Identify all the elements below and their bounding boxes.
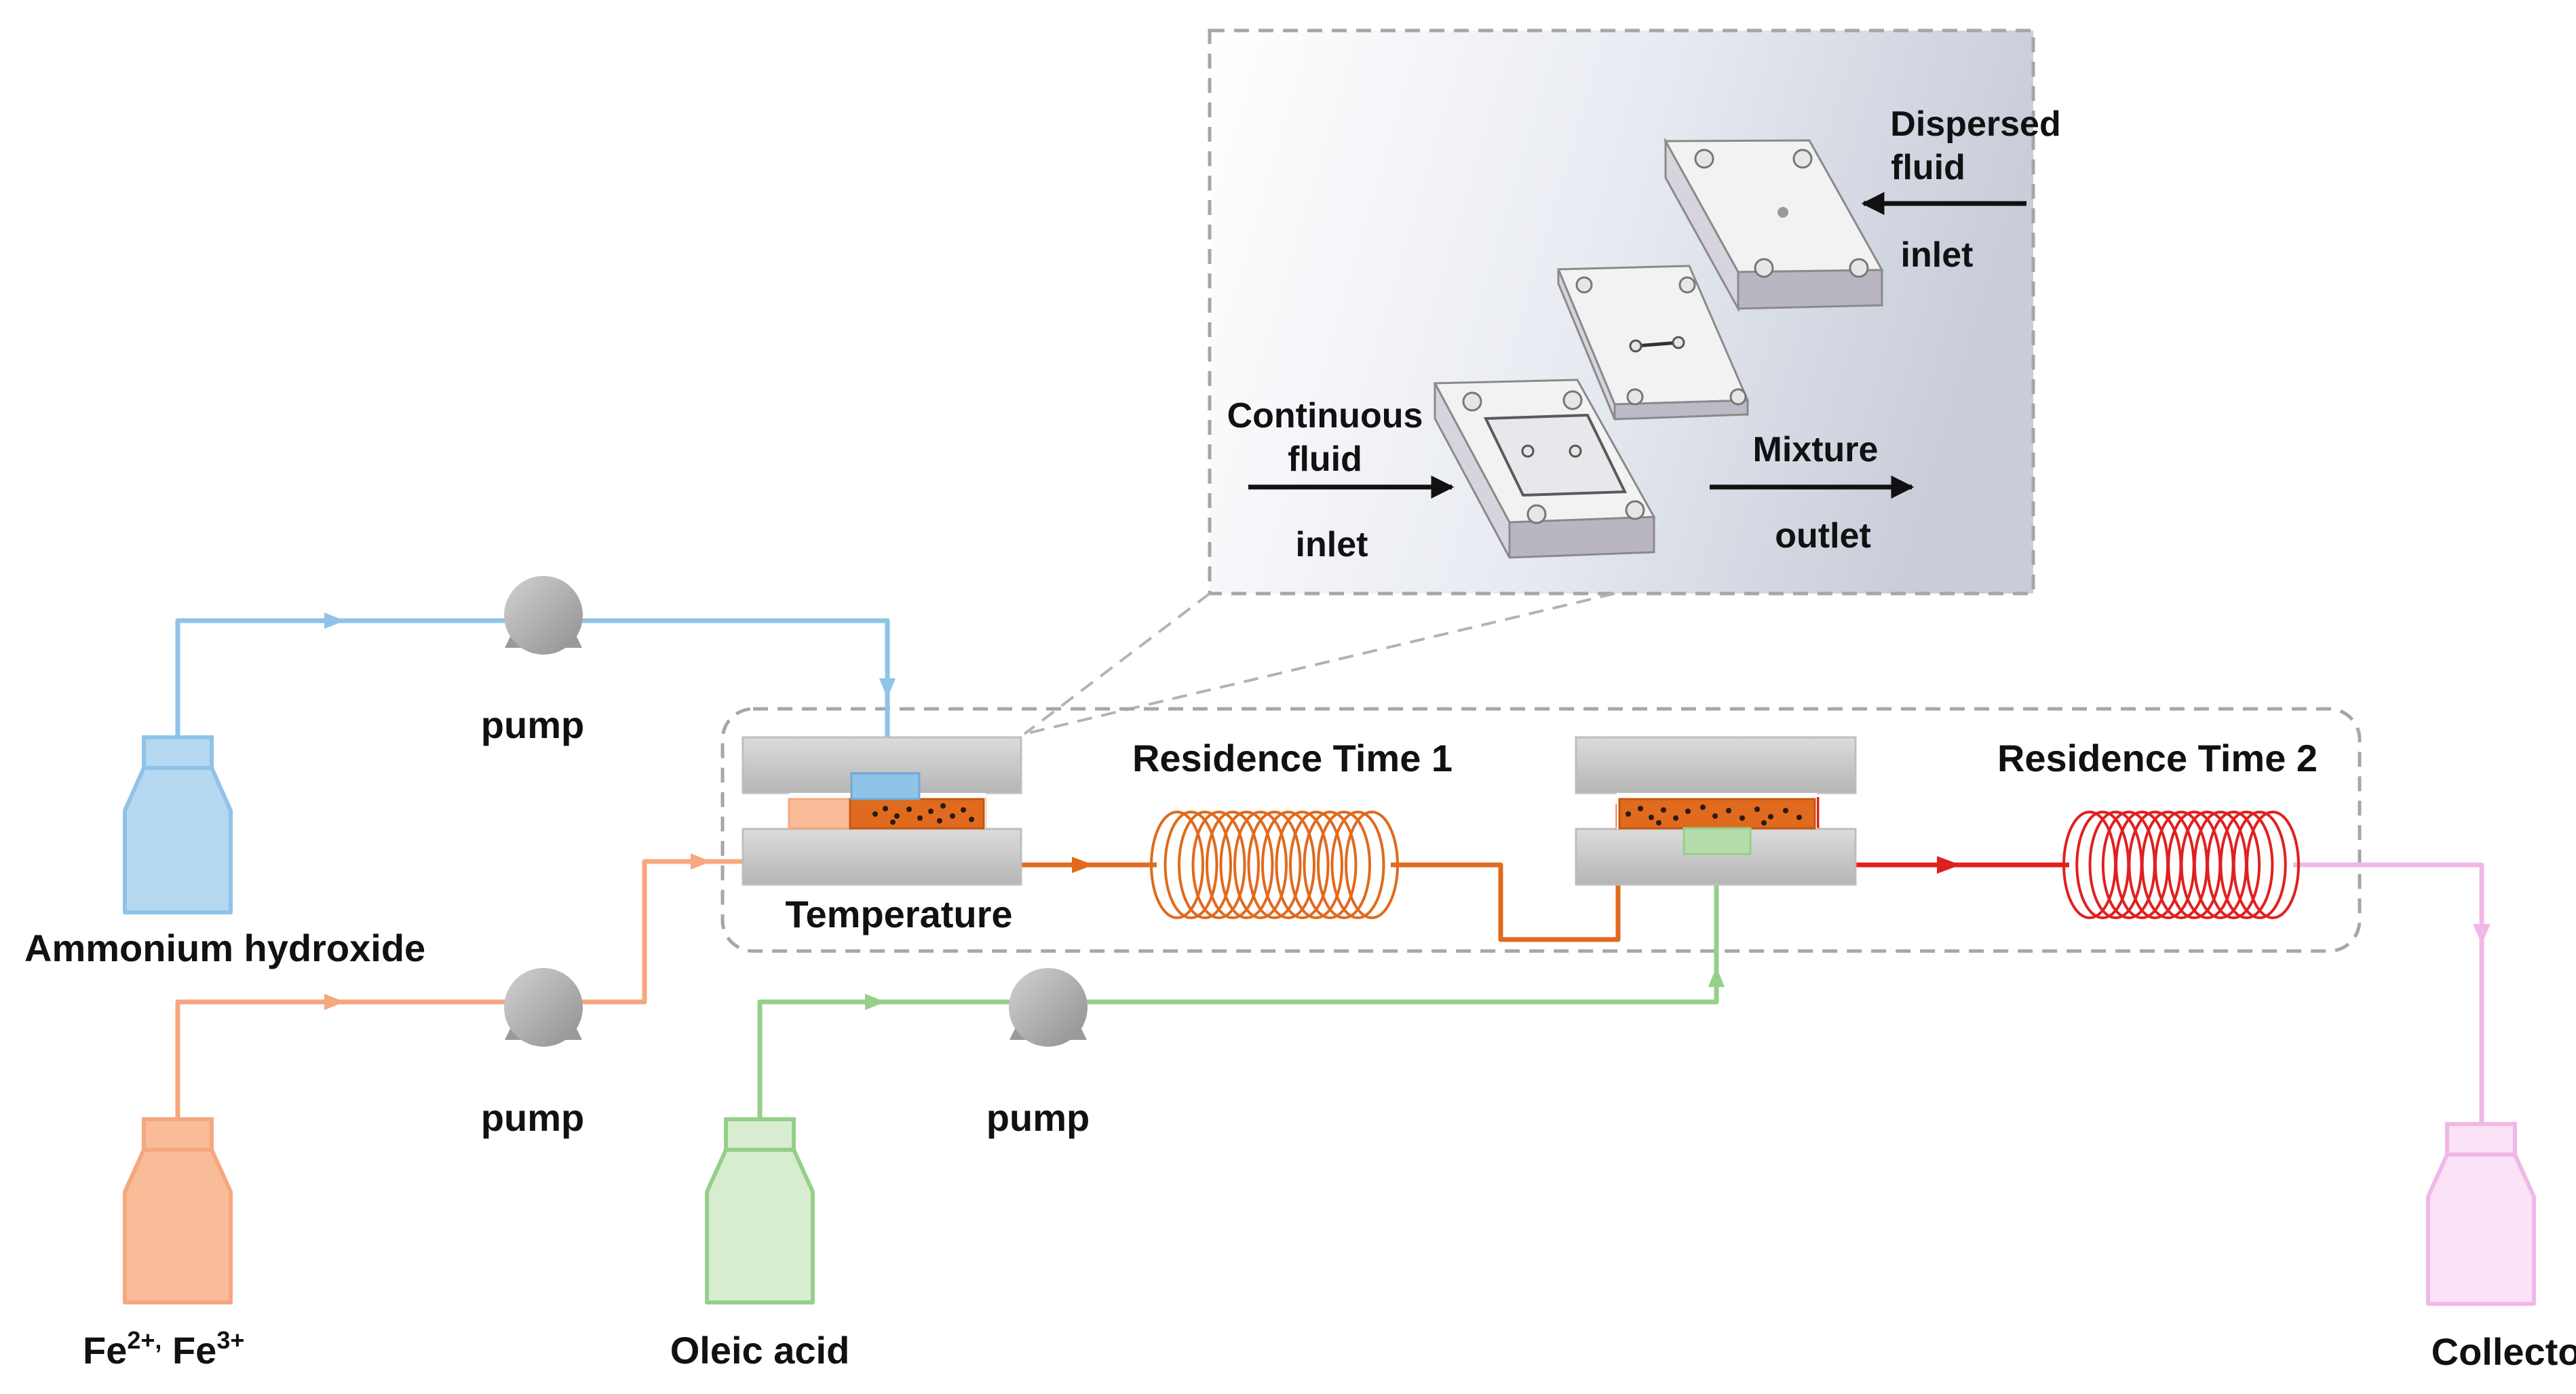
coil-loop — [1178, 811, 1232, 919]
iron-bottle-icon — [123, 1117, 233, 1304]
ammonium-line — [175, 618, 890, 780]
plate-hole-icon — [1526, 504, 1547, 524]
residence-time-2-label: Residence Time 2 — [1997, 737, 2318, 779]
plate-hole-icon — [1754, 258, 1774, 278]
mixer-chip-2 — [1575, 736, 1857, 886]
temperature-zone-frame — [720, 707, 2362, 953]
oleic-inlet-port — [1683, 827, 1752, 855]
continuous-fluid-label-2: fluid — [1288, 440, 1362, 479]
arrow-icon — [2473, 924, 2491, 944]
iron-inlet-zone — [788, 798, 851, 830]
arrow-icon — [324, 613, 345, 629]
residence-coil-1 — [1150, 811, 1399, 919]
oleic-acid-label: Oleic acid — [670, 1329, 850, 1372]
plate-hole-icon — [1629, 339, 1642, 353]
tubing — [175, 618, 2484, 1124]
mixture-label: Mixture — [1753, 430, 1879, 469]
reaction-zone-1 — [849, 798, 985, 830]
coil-loop — [2219, 811, 2274, 919]
bottom-plate — [1433, 379, 1656, 559]
plate-hole-icon — [1562, 390, 1583, 410]
coil-loop — [1219, 811, 1274, 919]
plate-hole-icon — [1849, 258, 1869, 278]
dispersed-fluid-label-2: fluid — [1891, 148, 1965, 187]
middle-plate — [1556, 265, 1750, 421]
arrow-icon — [1708, 967, 1725, 987]
reaction-zone-2 — [1618, 798, 1816, 830]
arrow-icon — [1937, 856, 1961, 874]
ammonium-inlet-port — [850, 772, 921, 800]
mixture-outlet-label: outlet — [1775, 516, 1871, 556]
plate-hole-icon — [1626, 388, 1644, 406]
arrow-icon — [1072, 857, 1094, 873]
pump-ammonium-label: pump — [481, 703, 584, 746]
plate-hole-icon — [1672, 336, 1685, 349]
plate-hole-icon — [1521, 444, 1535, 458]
oleic-line — [757, 845, 1719, 1119]
plate-hole-icon — [1678, 276, 1696, 294]
collector-line — [2293, 862, 2484, 1124]
residence-time-1-label: Residence Time 1 — [1132, 737, 1453, 779]
arrow-icon — [879, 678, 896, 699]
continuous-inlet-label: inlet — [1296, 525, 1368, 564]
coil-loop — [1289, 811, 1343, 919]
temperature-label: Temperature — [785, 893, 1012, 935]
oleic-bottle-icon — [705, 1117, 815, 1304]
plate-inlet-hole-icon — [1777, 207, 1788, 218]
nanoparticles — [872, 803, 974, 825]
coil-loop — [1150, 811, 1204, 919]
coil-loop — [1303, 811, 1358, 919]
residence-coil-2 — [2062, 811, 2300, 919]
arrow-icon — [324, 994, 345, 1010]
top-plate — [1664, 137, 1884, 313]
arrow-icon — [691, 853, 711, 870]
collector-label: Collector — [2431, 1330, 2576, 1373]
coil-loop — [1164, 811, 1218, 919]
coil-loop — [1261, 811, 1315, 919]
coil-loop — [1233, 811, 1288, 919]
collector-bottle-icon — [2426, 1122, 2536, 1306]
pump-ammonium-icon — [504, 576, 583, 655]
plate-hole-icon — [1729, 388, 1747, 406]
iron-line — [175, 859, 790, 1119]
plate-hole-icon — [1462, 391, 1482, 412]
coil-loop — [1345, 811, 1399, 919]
coil-loop — [1247, 811, 1302, 919]
coil-loop — [1191, 811, 1246, 919]
zoom-line-left — [1023, 592, 1211, 735]
plate-hole-icon — [1792, 149, 1813, 169]
pump-oleic-label: pump — [986, 1096, 1090, 1139]
coil-loop — [2206, 811, 2261, 919]
microchannel — [1635, 341, 1679, 348]
coil-loop — [2246, 811, 2300, 919]
iron-ions-label: Fe2+, Fe3+ — [83, 1326, 244, 1372]
ammonium-hydroxide-label: Ammonium hydroxide — [24, 927, 425, 969]
plate-hole-icon — [1575, 276, 1593, 294]
pump-oleic-icon — [1009, 968, 1088, 1047]
plate-hole-icon — [1625, 500, 1645, 520]
flow-arrows — [324, 613, 2491, 1010]
ammonium-bottle-icon — [123, 735, 233, 914]
coil-loop — [1275, 811, 1330, 919]
coil-loop — [1317, 811, 1371, 919]
plate-hole-icon — [1569, 444, 1582, 458]
nanoparticles — [1626, 805, 1802, 826]
chip-exploded-inset: Dispersed fluid inlet Continuous fluid i… — [1023, 28, 2061, 735]
coil-loop — [1206, 811, 1260, 919]
pump-iron-label: pump — [481, 1096, 584, 1139]
dispersed-fluid-label: Dispersed — [1890, 104, 2060, 144]
plate-hole-icon — [1694, 149, 1714, 169]
bottom-plate-recess — [1483, 413, 1628, 497]
coil-loop — [2232, 811, 2287, 919]
continuous-fluid-label: Continuous — [1227, 396, 1423, 435]
arrow-icon — [865, 994, 885, 1010]
coil-loop — [1330, 811, 1385, 919]
dispersed-inlet-label: inlet — [1901, 235, 1974, 275]
zoom-line-right — [1024, 592, 1615, 735]
mixer-chip-1 — [742, 736, 1022, 886]
pump-iron-icon — [504, 968, 583, 1047]
